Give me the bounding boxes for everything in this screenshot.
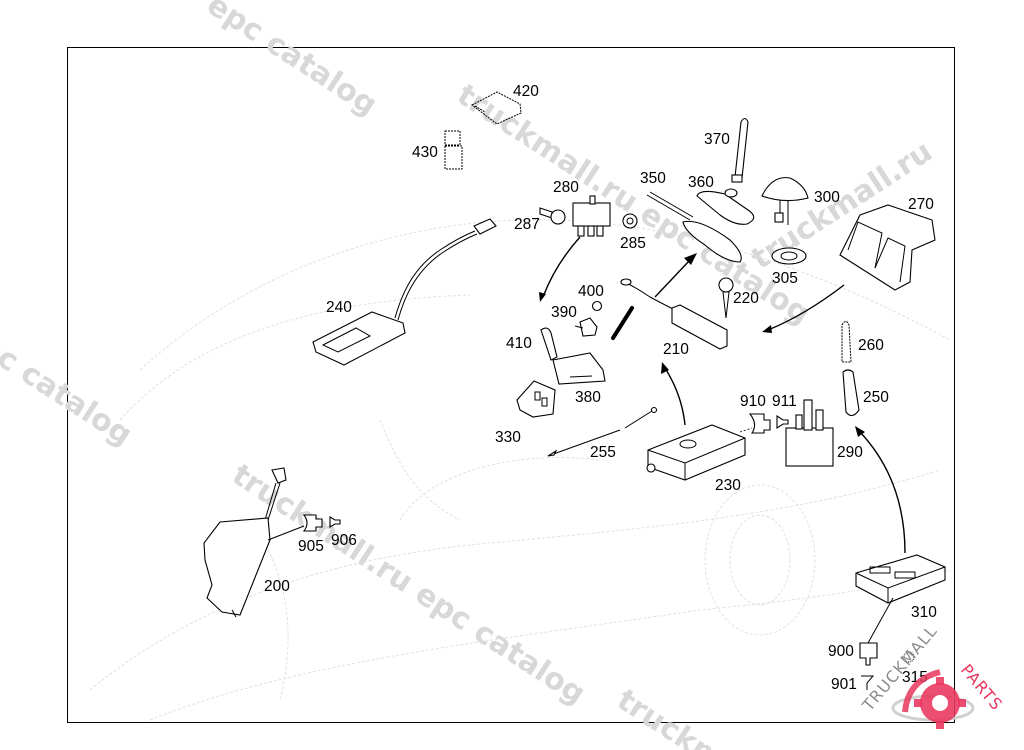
assembly-arrows [539,236,906,554]
label-906[interactable]: 906 [331,532,357,549]
part-240-control-unit[interactable] [312,218,497,366]
label-350[interactable]: 350 [640,170,666,187]
label-260[interactable]: 260 [858,337,884,354]
label-220[interactable]: 220 [733,290,759,307]
label-330[interactable]: 330 [495,429,521,446]
part-911-plug[interactable] [776,414,789,430]
gear-icon [914,677,966,729]
part-910-connector[interactable] [748,413,771,434]
part-200-bracket-assembly[interactable] [203,467,305,618]
label-305[interactable]: 305 [772,270,798,287]
label-287[interactable]: 287 [514,216,540,233]
part-290-terminal-block[interactable] [785,399,834,467]
watermark-text: truckmall.ru [611,682,804,750]
part-305-gasket[interactable] [771,247,807,265]
part-400-nut[interactable] [591,300,603,312]
part-255-cable[interactable] [547,406,658,457]
label-370[interactable]: 370 [704,131,730,148]
label-390[interactable]: 390 [551,304,577,321]
label-420[interactable]: 420 [513,83,539,100]
part-360-antenna-base[interactable] [696,188,755,225]
truckmall-parts-logo: TRUCKMALL PARTS [858,621,1006,729]
part-270-holder[interactable] [839,204,936,291]
label-255[interactable]: 255 [590,444,616,461]
part-350-antenna[interactable] [646,191,742,263]
part-labels: 420 430 370 350 360 300 270 280 287 285 … [264,83,937,693]
part-330-bracket[interactable] [516,380,556,418]
part-250-antenna-tip[interactable] [842,369,860,417]
label-300[interactable]: 300 [814,189,840,206]
label-410[interactable]: 410 [506,335,532,352]
label-280[interactable]: 280 [553,179,579,196]
label-430[interactable]: 430 [412,144,438,161]
label-400[interactable]: 400 [578,283,604,300]
label-270[interactable]: 270 [908,196,934,213]
part-230-module[interactable] [646,424,753,481]
label-230[interactable]: 230 [715,477,741,494]
part-380-bracket-plate[interactable] [552,352,606,385]
part-410-lever[interactable] [540,327,558,361]
part-220-screw[interactable] [718,277,734,319]
label-290[interactable]: 290 [837,444,863,461]
label-905[interactable]: 905 [298,538,324,555]
label-310[interactable]: 310 [911,604,937,621]
part-287-screw[interactable] [539,207,566,225]
label-360[interactable]: 360 [688,174,714,191]
label-380[interactable]: 380 [575,389,601,406]
label-285[interactable]: 285 [620,235,646,252]
watermark-text: epc catalog [201,0,384,123]
label-250[interactable]: 250 [863,389,889,406]
label-210[interactable]: 210 [663,341,689,358]
part-906-plug[interactable] [329,516,341,528]
diagram-frame [67,47,955,723]
part-900-connector[interactable] [859,642,878,666]
label-240[interactable]: 240 [326,299,352,316]
label-901[interactable]: 901 [831,676,857,693]
label-900[interactable]: 900 [828,643,854,660]
part-285-nut[interactable] [622,213,638,229]
label-911[interactable]: 911 [772,393,797,410]
label-910[interactable]: 910 [740,393,766,410]
watermark-text: truckmall.ru epc catalog [451,77,817,331]
part-300-dome-antenna[interactable] [761,177,809,225]
part-901-plug[interactable] [861,675,875,690]
part-315-gear[interactable] [903,651,915,663]
part-420-bracket[interactable] [471,91,522,125]
part-210-amplifier[interactable] [620,278,728,350]
part-905-connector[interactable] [302,514,323,532]
part-310-unit[interactable] [855,554,946,644]
watermark-text: epc catalog [0,317,138,453]
part-430-sleeve[interactable] [444,130,463,170]
part-280-relay[interactable] [572,195,611,237]
vehicle-outline [89,219,951,721]
label-200[interactable]: 200 [264,578,290,595]
part-390-clip[interactable] [574,317,598,337]
part-260-cap[interactable] [841,321,852,363]
watermark-layer: epc catalog truckmall.ru epc catalog epc… [0,0,939,750]
part-370-antenna-rod[interactable] [731,117,749,183]
